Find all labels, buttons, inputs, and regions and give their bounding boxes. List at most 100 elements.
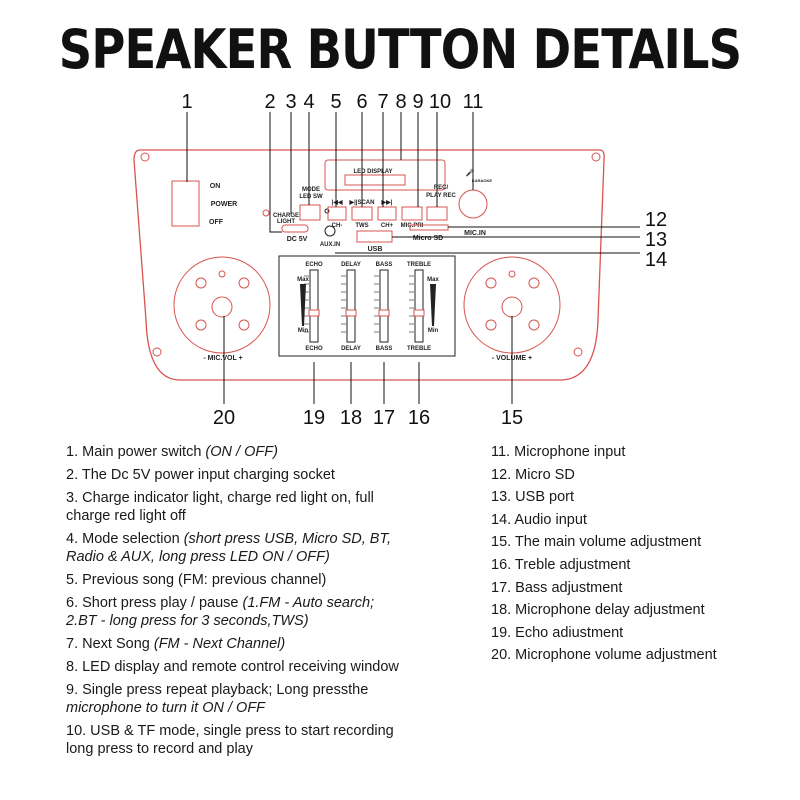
bass-slider-track[interactable] [379, 269, 389, 343]
panel-screw-tl [140, 152, 150, 162]
description-right-line: 18. Microphone delay adjustment [491, 602, 705, 619]
aux-in-jack[interactable] [324, 225, 336, 237]
next-button[interactable] [377, 206, 397, 221]
dc5v-socket[interactable] [281, 224, 309, 233]
mixer-frame [278, 255, 456, 357]
description-left-line: 3. Charge indicator light, charge red li… [66, 489, 374, 507]
callout-number-17: 17 [373, 407, 395, 429]
label-treble-top: TREBLE [407, 262, 431, 268]
description-text: 8. LED display and remote control receiv… [66, 659, 399, 675]
label-mic-pri: MIC.PRI [401, 223, 424, 229]
description-right-line: 11. Microphone input [491, 444, 626, 460]
leader-lines [186, 112, 640, 404]
label-min-left: Min [298, 328, 309, 334]
description-list-right: 11. Microphone input 12. Micro SD 13. USB … [491, 443, 791, 673]
usb-port[interactable] [356, 230, 393, 243]
callout-number-1: 1 [181, 91, 192, 113]
label-power: POWER [211, 201, 237, 208]
mic-in-jack[interactable] [458, 189, 488, 219]
description-right-line: 17. Bass adjustment [491, 579, 623, 596]
panel-screw-bl [152, 347, 162, 357]
description-left-line: 8. LED display and remote control receiv… [66, 658, 399, 676]
echo-slider-track[interactable] [309, 269, 319, 343]
rec-button[interactable] [426, 206, 448, 221]
callout-number-10: 10 [429, 91, 451, 113]
callout-number-5: 5 [330, 91, 341, 113]
description-text: 1. Main power switch [66, 444, 206, 460]
description-text: 10. USB & TF mode, single press to start… [66, 723, 394, 739]
description-right-line: 13. USB port [491, 489, 575, 506]
description-right-line: 12. Micro SD [491, 466, 575, 483]
description-italic: (FM - Next Channel) [153, 636, 286, 652]
callout-number-20: 20 [213, 407, 235, 429]
label-echo-top: ECHO [305, 262, 323, 268]
microphone-icon: 🎤 [466, 168, 475, 177]
label-rec: REC/ [434, 185, 449, 191]
description-left-line: 5. Previous song (FM: previous channel) [66, 571, 326, 589]
mode-button[interactable] [299, 204, 321, 221]
panel-screw-tr [591, 152, 601, 162]
play-button[interactable] [351, 206, 373, 221]
power-switch[interactable] [171, 180, 200, 227]
callout-number-11: 11 [463, 91, 484, 113]
description-left-line: 1. Main power switch (ON / OFF) [66, 443, 278, 461]
label-echo-bottom: ECHO [305, 346, 323, 352]
description-text: 6. Short press play / pause [66, 595, 243, 611]
description-text: 9. Single press repeat playback; Long pr… [66, 682, 369, 698]
mic-volume-knob[interactable] [173, 256, 271, 354]
callout-number-8: 8 [395, 91, 406, 113]
right-level-wedge [430, 284, 436, 326]
callout-number-3: 3 [285, 91, 296, 113]
description-italic: 2.BT - long press for 3 seconds,TWS) [66, 613, 309, 629]
mic-pri-button[interactable] [401, 206, 423, 221]
description-text: 3. Charge indicator light, charge red li… [66, 490, 374, 506]
label-delay-top: DELAY [341, 262, 361, 268]
description-italic: microphone to turn it ON / OFF [66, 700, 266, 716]
left-level-wedge [300, 284, 306, 326]
label-treble-bottom: TREBLE [407, 346, 431, 352]
label-play-rec: PLAY REC [426, 193, 456, 199]
callout-number-4: 4 [303, 91, 314, 113]
panel-outline [133, 149, 605, 381]
label-prev: |◀◀ [332, 199, 343, 206]
treble-slider-knob[interactable] [413, 309, 425, 317]
description-italic: (ON / OFF) [205, 444, 278, 460]
description-left-line: long press to record and play [66, 740, 253, 758]
description-left-line: 4. Mode selection (short press USB, Micr… [66, 530, 391, 548]
description-italic: Radio & AUX, long press LED ON / OFF) [66, 549, 330, 565]
panel-screw-br [573, 347, 583, 357]
callout-number-19: 19 [303, 407, 325, 429]
bass-slider-knob[interactable] [378, 309, 390, 317]
label-ch-plus: CH+ [381, 223, 394, 229]
label-tws: TWS [355, 223, 368, 229]
callout-number-14: 14 [645, 249, 667, 271]
description-right-line: 14. Audio input [491, 511, 587, 528]
prev-button[interactable] [327, 206, 347, 221]
label-bass-top: BASS [376, 262, 393, 268]
delay-slider-track[interactable] [346, 269, 356, 343]
label-dc5v: DC 5V [287, 236, 308, 243]
led-display-window [344, 174, 406, 186]
echo-slider-knob[interactable] [308, 309, 320, 317]
callout-number-7: 7 [377, 91, 388, 113]
label-bass-bottom: BASS [376, 346, 393, 352]
treble-slider-track[interactable] [414, 269, 424, 343]
description-italic: (short press USB, Micro SD, BT, [183, 531, 392, 547]
description-left-line: 9. Single press repeat playback; Long pr… [66, 681, 368, 699]
description-text: 4. Mode selection [66, 531, 184, 547]
callout-number-9: 9 [412, 91, 423, 113]
description-italic: (1.FM - Auto search; [242, 595, 375, 611]
description-left-line: 6. Short press play / pause (1.FM - Auto… [66, 594, 374, 612]
label-aux-in: AUX.IN [320, 242, 340, 248]
callout-number-15: 15 [501, 407, 523, 429]
label-mode: MODE [302, 187, 320, 193]
label-karaoke: KARAOKE [472, 178, 493, 183]
delay-slider-knob[interactable] [345, 309, 357, 317]
label-mic-in: MIC.IN [464, 230, 486, 237]
label-led-display: LED DISPLAY [353, 169, 392, 175]
callout-number-13: 13 [645, 229, 667, 251]
callout-number-2: 2 [264, 91, 275, 113]
label-charge: CHARGE [273, 213, 299, 219]
